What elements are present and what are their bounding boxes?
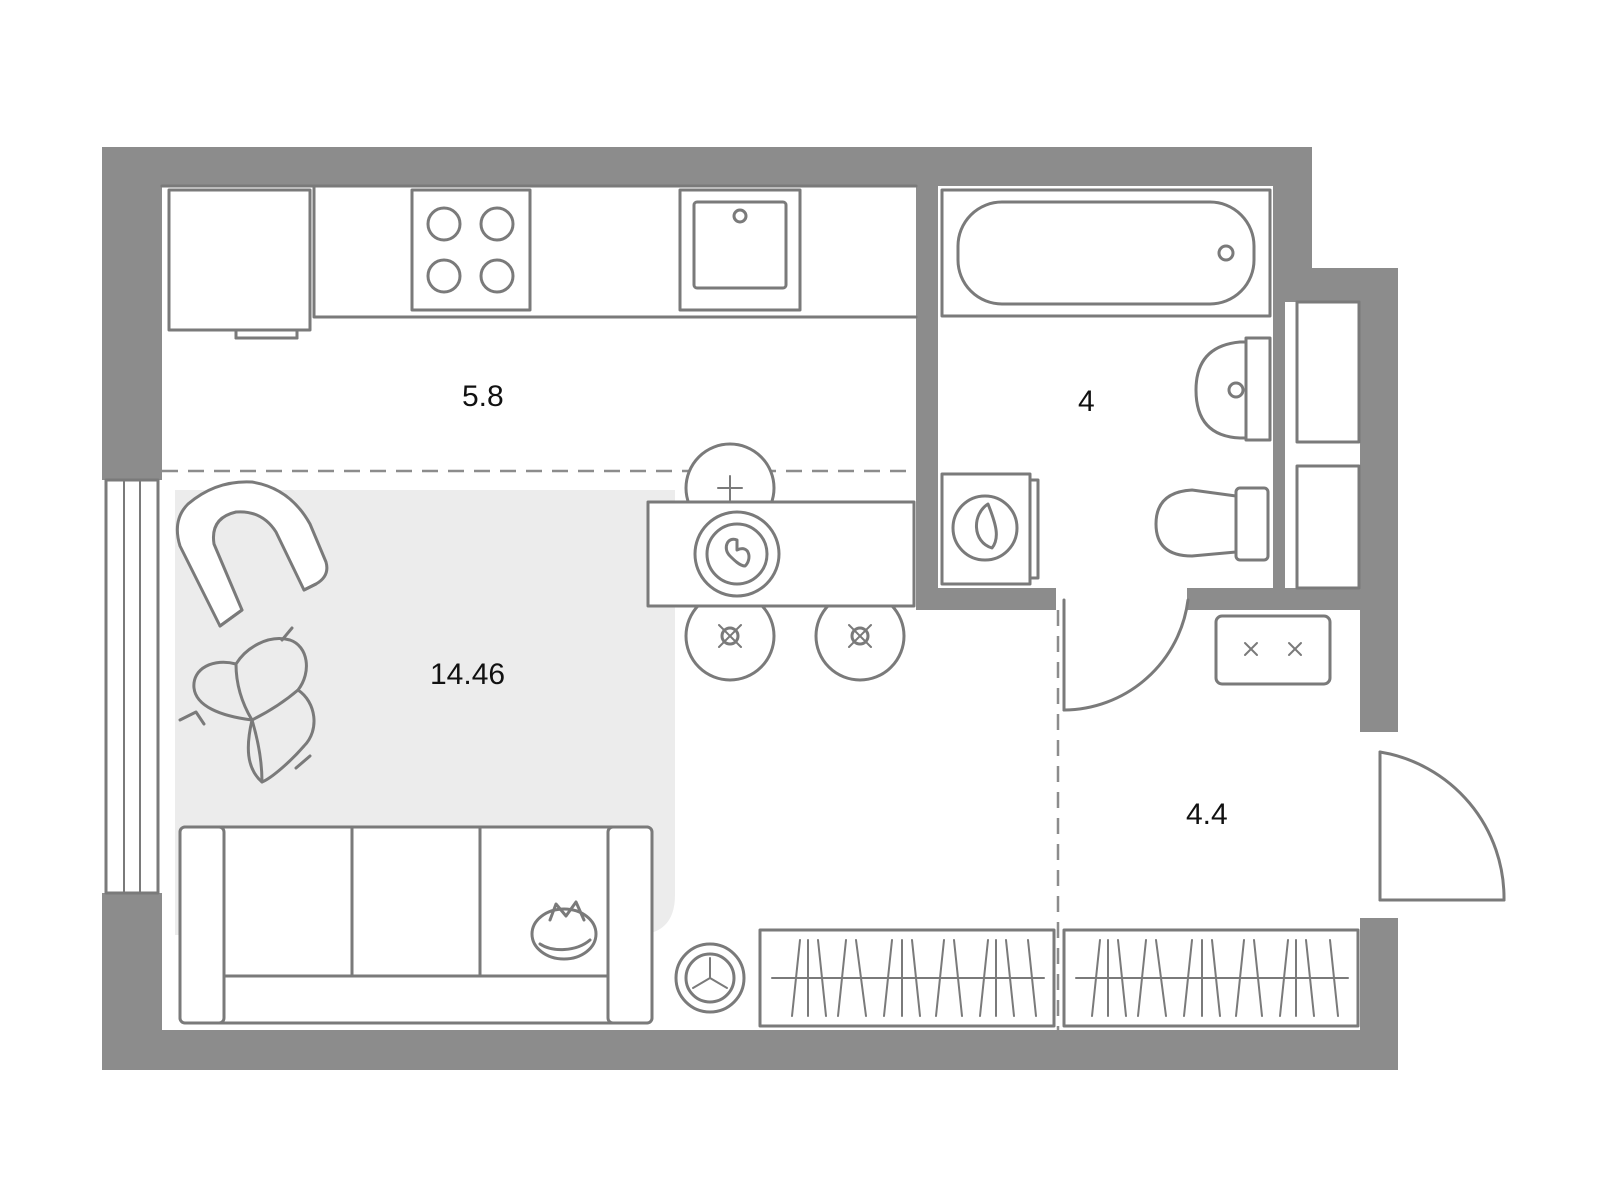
fridge-icon	[167, 188, 312, 340]
washbasin-icon	[1194, 336, 1272, 442]
area-label-living: 14.46	[430, 658, 505, 691]
bathroom-door	[1062, 598, 1190, 712]
wardrobe-left	[758, 928, 1056, 1028]
niche-shelves	[1295, 300, 1361, 590]
rug	[175, 490, 675, 935]
stove-icon	[410, 188, 532, 312]
kitchen-counter	[160, 184, 918, 319]
robot-vacuum-icon	[674, 942, 746, 1014]
sink-icon	[678, 188, 802, 312]
walls	[102, 147, 1398, 1070]
wardrobe-right	[1062, 928, 1360, 1028]
cat-icon	[530, 900, 598, 961]
armchair-icon	[175, 480, 329, 628]
bathtub-icon	[940, 188, 1272, 318]
area-label-bathroom: 4	[1078, 385, 1095, 418]
area-label-hallway: 4.4	[1186, 798, 1228, 831]
washing-machine-icon	[940, 472, 1040, 586]
hob-icon	[1214, 614, 1332, 686]
window	[104, 478, 160, 895]
sofa-icon	[178, 825, 654, 1025]
plant-icon	[178, 626, 316, 784]
area-label-kitchen: 5.8	[462, 380, 504, 413]
toilet-icon	[1154, 486, 1270, 562]
entrance-door	[1378, 750, 1506, 902]
dining-table	[646, 442, 916, 682]
